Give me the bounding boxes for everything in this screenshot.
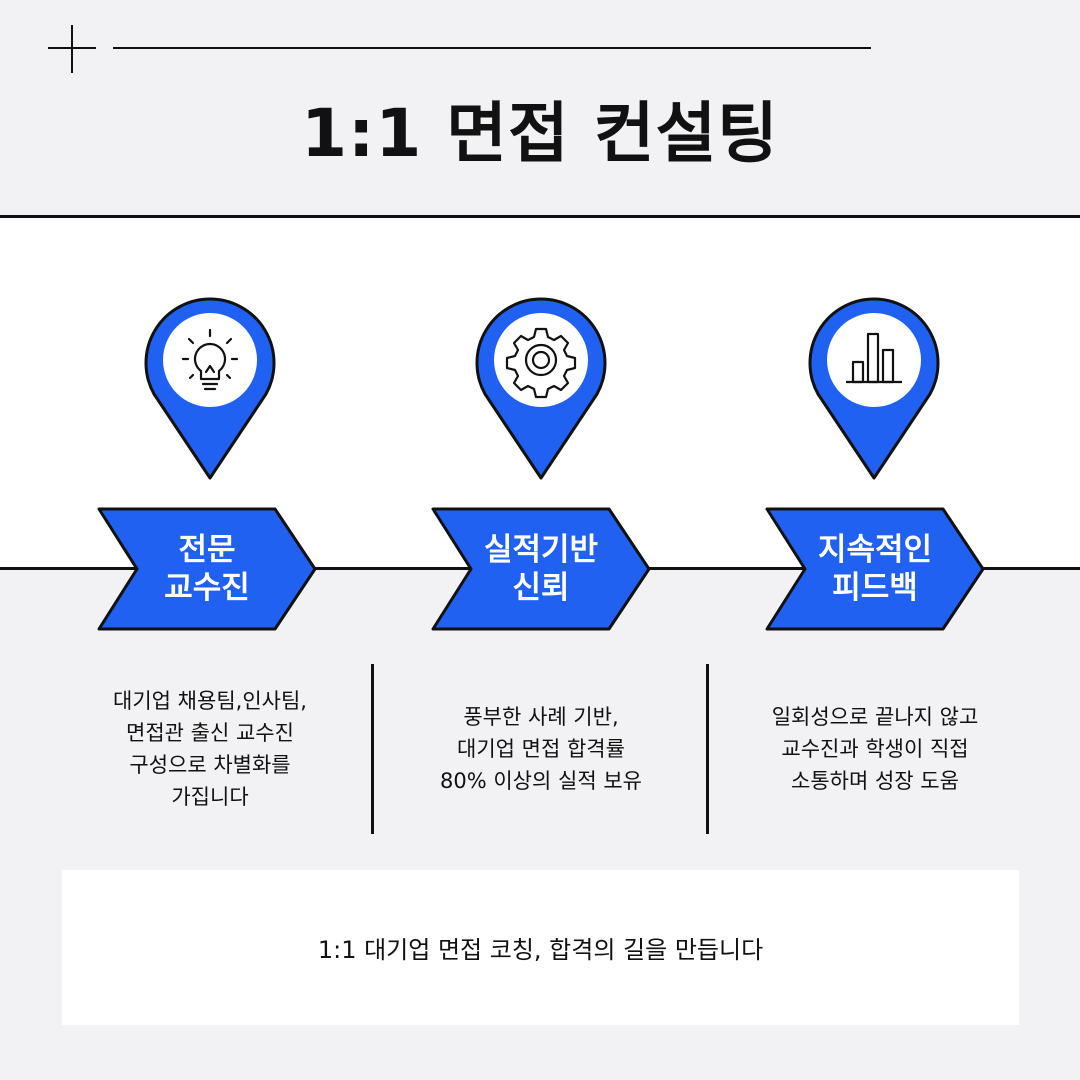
description-line: 80% 이상의 실적 보유 [440,769,642,793]
description-line: 대기업 채용팀,인사팀, [113,689,307,713]
feature-title-line1: 실적기반 [483,532,599,568]
feature-title-line2: 교수진 [164,570,250,606]
feature-description-2: 풍부한 사례 기반, 대기업 면접 합격률 80% 이상의 실적 보유 [391,664,691,834]
feature-description-1: 대기업 채용팀,인사팀, 면접관 출신 교수진 구성으로 차별화를 가집니다 [60,664,360,834]
gear-icon [505,327,577,399]
feature-title-line1: 지속적인 [817,532,933,568]
feature-arrow-3: 지속적인 피드백 [765,507,987,631]
description-line: 가집니다 [171,785,249,809]
feature-title-line2: 피드백 [832,570,918,606]
description-line: 대기업 면접 합격률 [457,737,625,761]
decorative-line [113,47,871,49]
description-line: 소통하며 성장 도움 [791,769,959,793]
feature-arrow-2: 실적기반 신뢰 [431,507,653,631]
description-line: 면접관 출신 교수진 [126,721,294,745]
description-line: 구성으로 차별화를 [129,753,291,777]
plus-decoration-vertical [71,25,73,73]
location-pin-3 [806,296,942,486]
footer-text: 1:1 대기업 면접 코칭, 합격의 길을 만듭니다 [317,936,764,964]
feature-title-line2: 신뢰 [512,570,570,606]
lightbulb-icon [181,328,239,391]
column-divider-2 [706,664,709,834]
description-line: 풍부한 사례 기반, [463,705,619,729]
page-title: 1:1 면접 컨설팅 [301,95,779,172]
feature-arrow-1: 전문 교수진 [97,507,319,631]
column-divider-1 [371,664,374,834]
feature-title-line1: 전문 [178,532,236,568]
location-pin-2 [473,296,609,486]
description-line: 일회성으로 끝나지 않고 [771,705,979,729]
location-pin-1 [142,296,278,486]
header-band: 1:1 면접 컨설팅 [0,0,1080,218]
footer-banner: 1:1 대기업 면접 코칭, 합격의 길을 만듭니다 [62,870,1019,1025]
feature-description-3: 일회성으로 끝나지 않고 교수진과 학생이 직접 소통하며 성장 도움 [725,664,1025,834]
description-line: 교수진과 학생이 직접 [781,737,969,761]
bar-chart-icon [846,332,902,384]
